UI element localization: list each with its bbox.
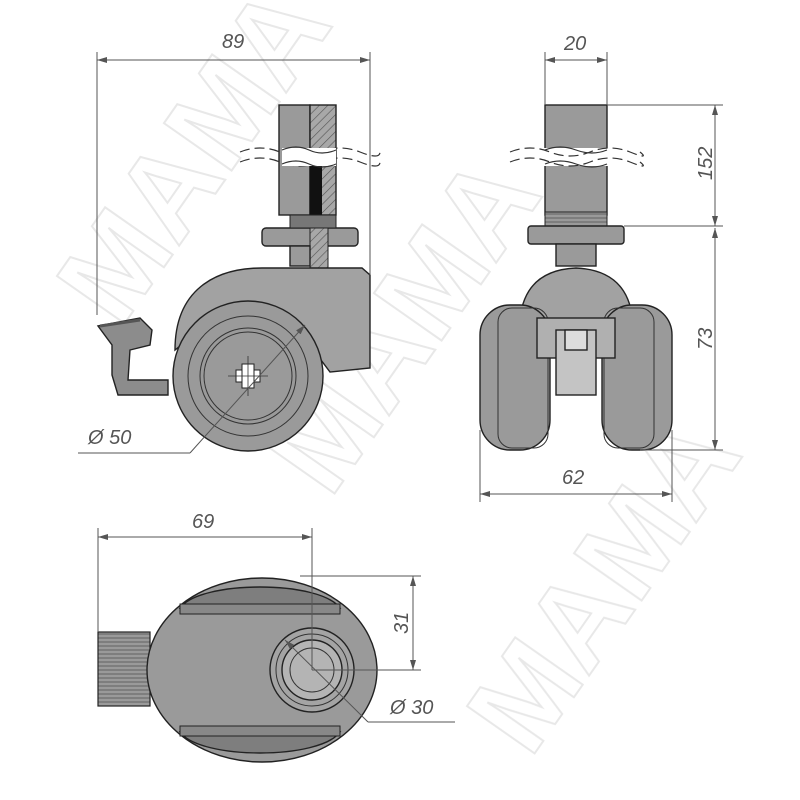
front-washer: [527, 225, 625, 245]
dim-side-height-top: 89: [222, 31, 244, 53]
top-view: 69 31 Ø 30: [97, 511, 455, 763]
dim-wheel-height: 73: [695, 328, 717, 350]
side-axle-icon: [228, 356, 268, 396]
dim-offset: 31: [391, 612, 413, 634]
top-brake-tab: [97, 631, 151, 707]
dim-pin-length: 152: [695, 147, 717, 180]
dim-wheel-diameter: Ø 50: [87, 427, 131, 449]
side-nut: [289, 245, 311, 267]
front-nut: [555, 243, 597, 267]
dim-total-width: 62: [562, 467, 584, 489]
dim-pin-width: 20: [563, 33, 586, 55]
side-view: 89 Ø 50: [78, 31, 381, 454]
front-view: 20 152 73 62: [479, 33, 723, 502]
side-pin-core: [310, 165, 322, 215]
dim-length-bottom: 69: [192, 511, 214, 533]
side-brake-pedal: [96, 317, 169, 396]
dim-pin-diameter: Ø 30: [389, 697, 433, 719]
front-thread: [544, 211, 608, 227]
